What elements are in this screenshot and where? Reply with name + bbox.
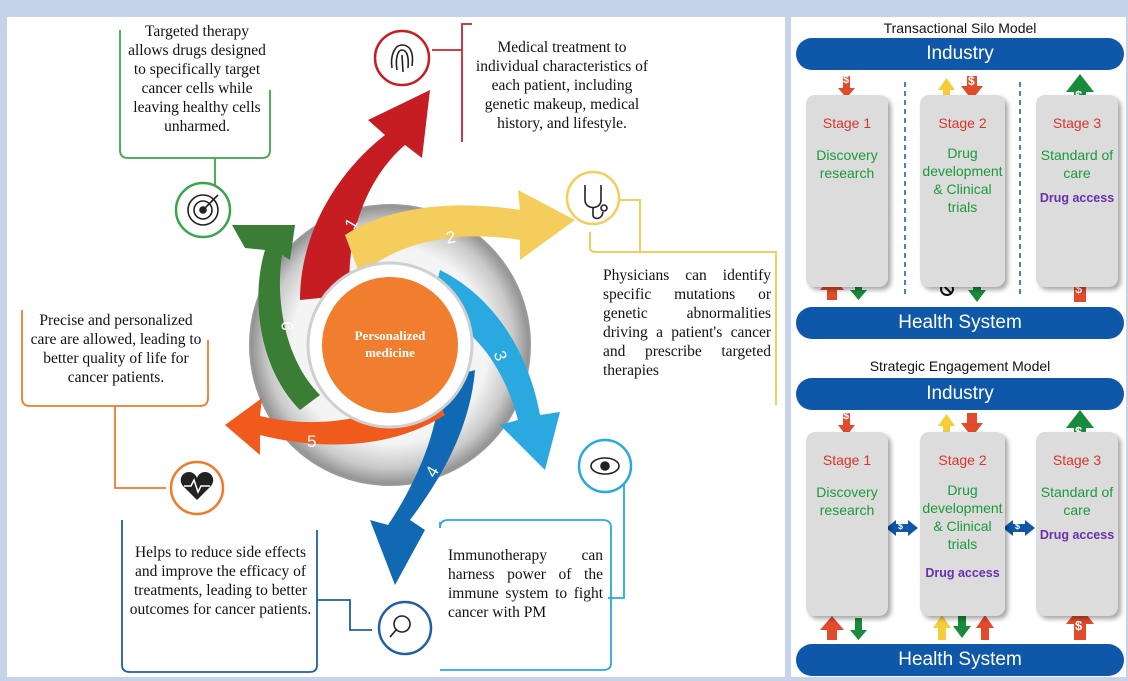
- silo-stage-2-title: Stage 2: [938, 115, 987, 131]
- center-circle: [322, 277, 458, 413]
- silo-stage-1-title: Stage 1: [822, 115, 872, 131]
- arrow-5: [225, 385, 445, 455]
- strategic-stage-3-box: [1036, 432, 1118, 616]
- side-effects-box-border: [121, 520, 318, 673]
- silo-stage-3-title: Stage 3: [1052, 115, 1102, 131]
- silo-arrow-symbol: $: [968, 74, 975, 88]
- strategic-industry-label: Industry: [926, 383, 994, 404]
- heart-shape: [180, 472, 214, 500]
- physicians-connector: [618, 199, 641, 252]
- strategic-arrow-symbol: $: [843, 410, 850, 422]
- strategic-stage-2-title: Stage 2: [938, 452, 987, 468]
- strategic-stage-1-box: [806, 432, 888, 616]
- arrow-1: [300, 90, 430, 300]
- physicians-box-border: [589, 232, 777, 405]
- targeted-therapy-text: Targeted therapy allows drugs designed t…: [128, 23, 266, 135]
- arrow-number-6: 6: [277, 321, 297, 331]
- silo-stage-1-box: [806, 95, 888, 287]
- side-effects-connector: [317, 599, 372, 631]
- silo-arrow-symbol: $: [843, 74, 850, 86]
- strategic-health-label: Health System: [898, 649, 1022, 670]
- silo-industry-label: Industry: [926, 43, 994, 64]
- side-effects-text: Helps to reduce side effects and improve…: [129, 544, 312, 618]
- medical-box-border: [461, 23, 472, 142]
- center-label: Personalized medicine: [354, 328, 426, 360]
- silo-stage-3-box: [1036, 95, 1118, 287]
- silo-stage-3-access: Drug access: [1039, 191, 1115, 205]
- strategic-stage-1-title: Stage 1: [822, 452, 872, 468]
- silo-stage-2-box: [920, 95, 1005, 287]
- medical-treatment-text: Medical treatment to individual characte…: [475, 39, 649, 132]
- immunotherapy-text: Immunotherapy can harness power of the i…: [448, 547, 603, 621]
- precise-connector: [114, 406, 166, 489]
- arrow-4: [370, 370, 475, 585]
- targeted-box-border: [119, 30, 271, 159]
- arrow-2: [345, 190, 575, 275]
- magnifier-icon: [377, 600, 433, 656]
- strategic-arrow-symbol: $: [1075, 618, 1083, 633]
- silo-model-title: Transactional Silo Model: [883, 20, 1037, 36]
- strategic-stage-2-access: Drug access: [925, 566, 1000, 580]
- strategic-stage-3-title: Stage 3: [1052, 452, 1102, 468]
- strategic-arrow-symbol: $: [1075, 424, 1082, 439]
- silo-arrow-symbol: $: [1075, 281, 1083, 296]
- strategic-stage-3-access: Drug access: [1039, 528, 1115, 542]
- silo-health-label: Health System: [898, 312, 1022, 333]
- physicians-text: Physicians can identify specific mutatio…: [603, 267, 771, 379]
- precise-care-text: Precise and personalized care are allowe…: [30, 312, 202, 386]
- strategic-model-title: Strategic Engagement Model: [869, 358, 1051, 374]
- arrow-6: [232, 225, 320, 410]
- strategic-arrow-symbol: $: [1015, 521, 1021, 531]
- cycle-diagram: [21, 23, 777, 673]
- strategic-stage-2-box: [920, 432, 1005, 616]
- arrow-number-5: 5: [307, 432, 317, 451]
- immuno-box-border: [439, 519, 612, 671]
- strategic-arrow-symbol: $: [898, 521, 904, 531]
